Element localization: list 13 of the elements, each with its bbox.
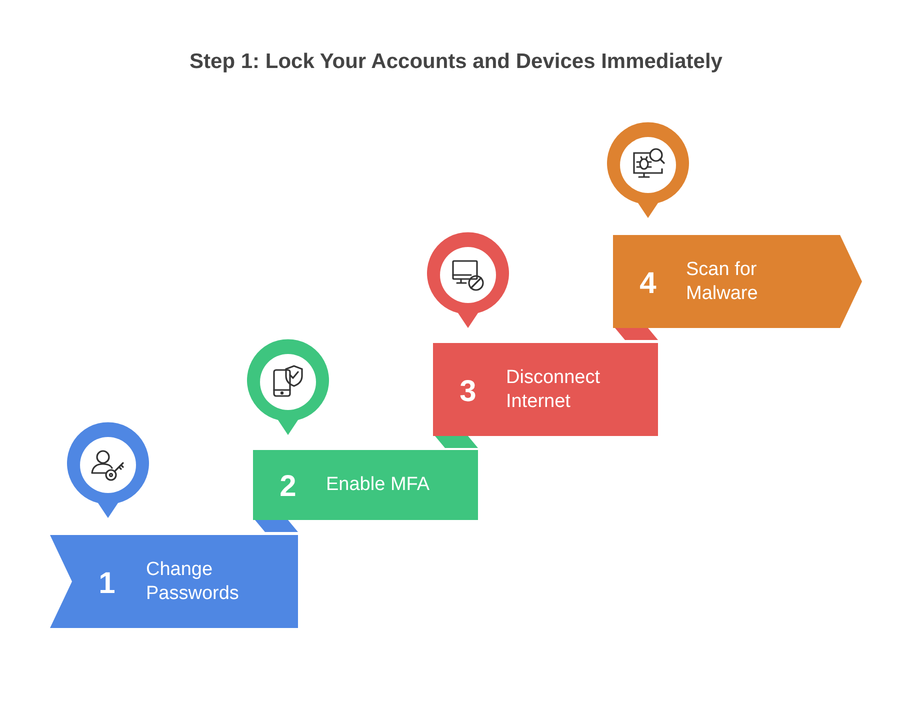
step-banner: [50, 535, 298, 628]
step-label: Scan for Malware: [686, 258, 759, 306]
step-banner: [613, 235, 862, 328]
step-number: 1: [98, 568, 116, 598]
step-label: Enable MFA: [326, 473, 430, 497]
title: Step 1: Lock Your Accounts and Devices Immediately: [188, 50, 724, 74]
step-number: 3: [460, 376, 476, 406]
step-banner: [433, 343, 658, 436]
step-label: Change Passwords: [146, 558, 240, 606]
step-number: 2: [280, 472, 296, 502]
step-number: 4: [640, 268, 656, 298]
step-banner: [253, 450, 478, 520]
step-label: Disconnect Internet: [506, 366, 601, 414]
